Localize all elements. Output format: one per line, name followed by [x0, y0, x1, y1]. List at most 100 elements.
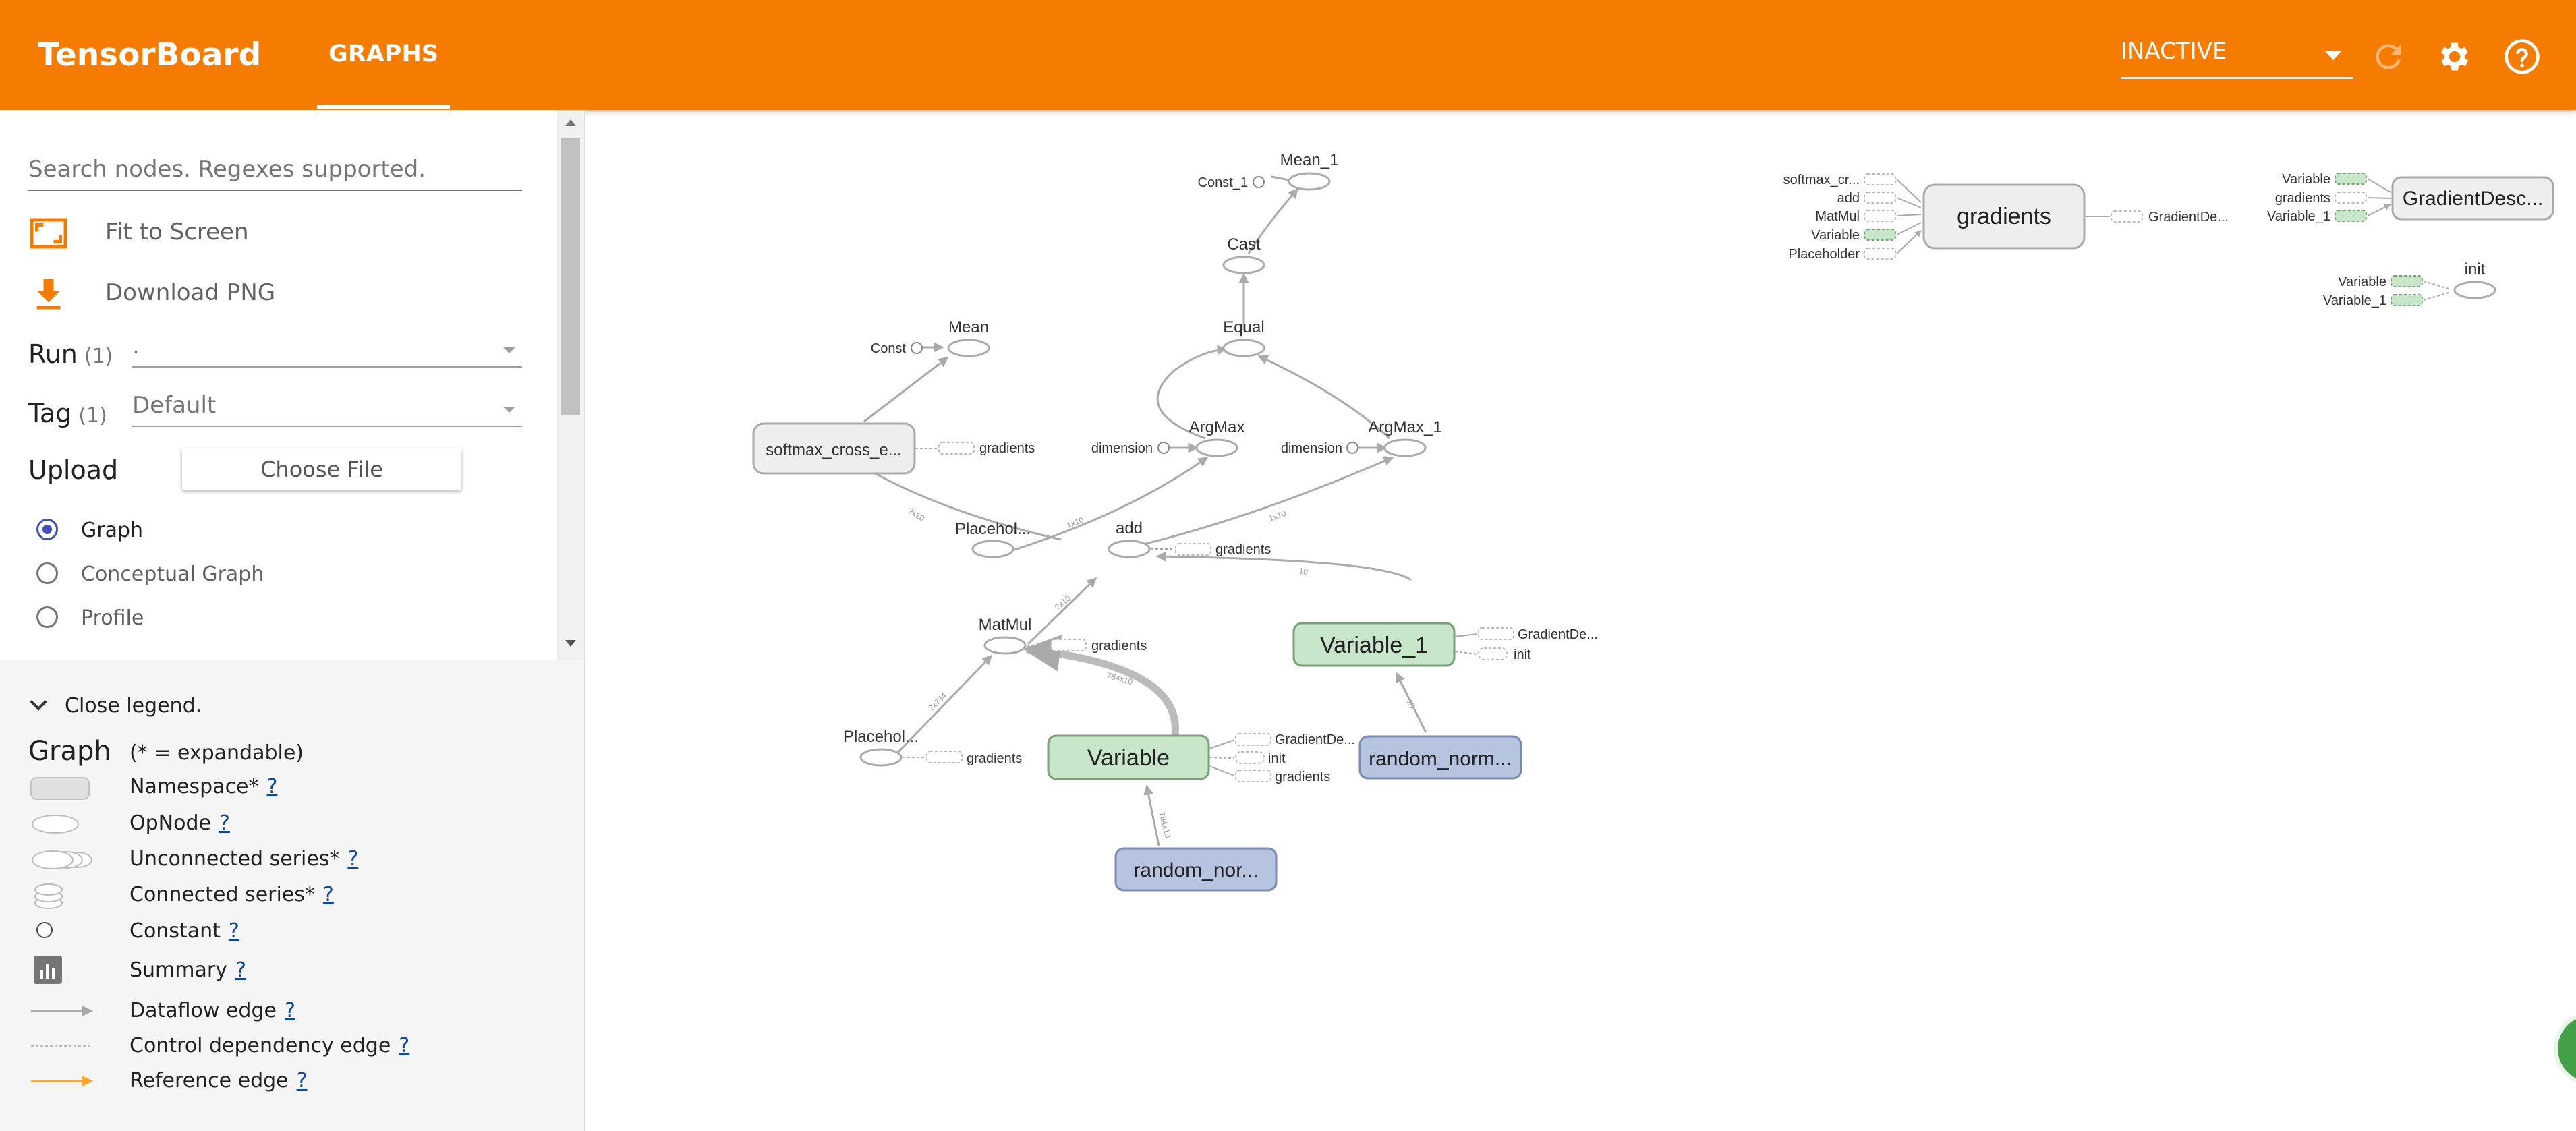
radio-unchecked-icon [36, 606, 58, 628]
run-selector-value: INACTIVE [2121, 38, 2227, 65]
node-label: gradients [1091, 639, 1147, 654]
tag-label-text: Tag [28, 399, 72, 428]
node-variable[interactable]: Variable GradientDe... init gradients [1047, 732, 1355, 784]
tag-select[interactable]: Default [132, 392, 522, 427]
node-gradient-descent[interactable]: GradientDesc... Variable gradients Varia… [2267, 172, 2554, 224]
node-equal[interactable]: Equal [1222, 318, 1265, 357]
help-link[interactable]: ? [235, 958, 246, 982]
node-label: gradients [1957, 204, 2051, 229]
help-link[interactable]: ? [399, 1034, 410, 1057]
legend-unconnected-series: Unconnected series*? [28, 843, 554, 877]
node-label: add [1116, 519, 1143, 538]
node-label: ArgMax [1189, 418, 1245, 436]
legend-constant-label: Constant [130, 919, 221, 943]
node-placeholder-2[interactable]: Placehol... gradients [843, 728, 1022, 767]
node-gradients-namespace[interactable]: gradients softmax_cr... add MatMul Varia… [1783, 173, 2229, 262]
choose-file-button[interactable]: Choose File [182, 448, 461, 490]
help-link[interactable]: ? [322, 883, 334, 906]
opnode-icon [32, 815, 79, 834]
node-label: Const_1 [1198, 175, 1249, 190]
help-link[interactable]: ? [296, 1069, 308, 1093]
legend-title: Graph [28, 736, 111, 767]
tab-graphs[interactable]: GRAPHS [328, 40, 438, 67]
legend-control-dependency-edge: Control dependency edge? [28, 1030, 554, 1064]
node-label: gradients [1275, 770, 1330, 784]
run-label-text: Run [28, 339, 78, 369]
scroll-down-icon[interactable] [565, 640, 576, 647]
node-label: Mean_1 [1280, 151, 1339, 169]
node-random-normal-1[interactable]: random_norm... [1358, 735, 1522, 780]
node-label: Variable [2338, 274, 2386, 289]
node-const[interactable]: Const [871, 341, 923, 356]
caret-down-icon [503, 347, 515, 353]
legend-connected-series: Connected series*? [28, 879, 554, 912]
dataflow-edge-icon [31, 1006, 93, 1016]
scroll-thumb[interactable] [561, 138, 580, 415]
gear-icon[interactable] [2436, 38, 2473, 76]
node-label: Variable [1811, 228, 1860, 243]
legend-namespace-label: Namespace* [130, 775, 259, 799]
node-cast[interactable]: Cast [1222, 235, 1265, 274]
node-variable-1[interactable]: Variable_1 GradientDe... init [1292, 622, 1598, 667]
legend-reference-edge: Reference edge? [28, 1065, 554, 1099]
node-label: Variable_1 [2267, 209, 2330, 224]
namespace-icon [30, 777, 90, 800]
legend-note: (* = expandable) [130, 741, 304, 765]
graph-controls: Search nodes. Regexes supported. Fit to … [0, 110, 584, 660]
help-link[interactable]: ? [228, 919, 239, 943]
help-link[interactable]: ? [347, 847, 359, 871]
node-label: softmax_cr... [1783, 173, 1860, 187]
help-link[interactable]: ? [284, 999, 295, 1022]
legend-constant: Constant? [28, 915, 554, 949]
fit-screen-icon [30, 218, 67, 249]
edge-label: ?x784 [926, 691, 948, 713]
run-label: Run (1) [28, 339, 113, 369]
node-label: MatMul [979, 616, 1032, 634]
graph-canvas[interactable]: 1x10 1x10 ?x10 ?x10 10 ?x784 784x10 784x… [585, 110, 2576, 1131]
brand-title: TensorBoard [38, 36, 262, 74]
node-label: Placehol... [843, 728, 919, 746]
sidebar-scrollbar[interactable] [557, 110, 584, 660]
node-add[interactable]: add gradients [1108, 519, 1271, 558]
node-label: Cast [1227, 235, 1261, 254]
help-icon[interactable] [2503, 38, 2541, 76]
node-argmax-1[interactable]: ArgMax_1 dimension [1281, 418, 1442, 457]
tag-count: (1) [78, 404, 107, 428]
run-count: (1) [84, 345, 113, 368]
node-argmax[interactable]: ArgMax dimension [1091, 418, 1245, 457]
edge-label: 10 [1298, 566, 1309, 577]
legend-dataflow-edge: Dataflow edge? [28, 995, 554, 1028]
top-bar: TensorBoard GRAPHS INACTIVE [0, 0, 2576, 110]
node-label: init [1268, 751, 1286, 766]
close-legend-toggle[interactable]: Close legend. [30, 693, 202, 718]
reload-icon[interactable] [2370, 38, 2407, 76]
node-init[interactable]: init Variable Variable_1 [2323, 260, 2496, 308]
node-const-1[interactable]: Const_1 [1198, 175, 1265, 190]
node-random-normal[interactable]: random_nor... [1114, 847, 1278, 892]
node-label: Placeholder [1788, 247, 1860, 262]
node-label: Equal [1223, 318, 1264, 337]
graph-edges [857, 175, 1427, 846]
node-label: softmax_cross_e... [766, 441, 901, 459]
run-select[interactable]: . [132, 332, 522, 368]
node-mean-1[interactable]: Mean_1 [1280, 151, 1339, 191]
node-softmax-cross-entropy[interactable]: softmax_cross_e... gradients [752, 422, 1035, 475]
download-icon [36, 279, 61, 310]
node-label: dimension [1281, 441, 1342, 456]
scroll-up-icon[interactable] [565, 119, 576, 126]
node-label: ArgMax_1 [1368, 418, 1441, 436]
node-label: init [2465, 260, 2486, 279]
tab-active-indicator [317, 105, 450, 109]
node-placeholder-1[interactable]: Placehol... [955, 520, 1031, 558]
node-mean[interactable]: Mean [947, 318, 990, 357]
node-matmul[interactable]: MatMul gradients [979, 616, 1147, 655]
legend-dataflow-label: Dataflow edge [130, 999, 277, 1022]
node-label: dimension [1091, 441, 1153, 456]
search-input[interactable]: Search nodes. Regexes supported. [28, 154, 522, 191]
run-selector[interactable]: INACTIVE [2121, 38, 2353, 79]
fit-to-screen-label: Fit to Screen [105, 219, 249, 245]
help-link[interactable]: ? [219, 811, 230, 835]
download-png-label: Download PNG [105, 279, 276, 306]
radio-graph-label: Graph [81, 519, 144, 542]
help-link[interactable]: ? [266, 775, 278, 799]
